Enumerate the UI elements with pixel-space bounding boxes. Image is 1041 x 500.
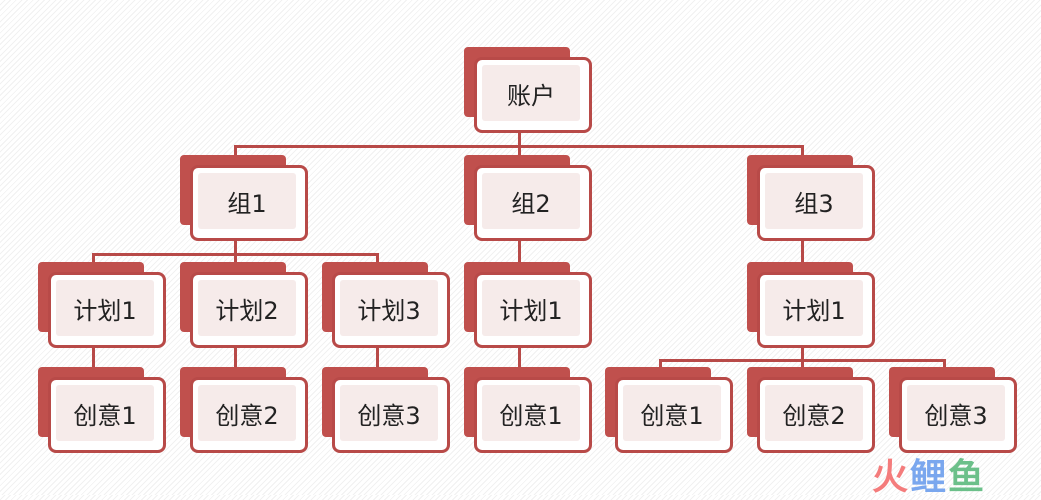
connector-line xyxy=(518,130,521,145)
node-label: 创意2 xyxy=(198,385,296,441)
node-box: 计划1 xyxy=(757,272,875,348)
node-box: 创意1 xyxy=(474,377,592,453)
creative-node[interactable]: 创意2 xyxy=(747,367,875,453)
connector-line xyxy=(234,345,237,359)
creative-node[interactable]: 创意3 xyxy=(889,367,1017,453)
node-label: 计划2 xyxy=(198,280,296,336)
watermark-char: 火 xyxy=(872,457,911,498)
account-node[interactable]: 账户 xyxy=(464,47,592,133)
node-box: 组2 xyxy=(474,165,592,241)
node-label: 创意1 xyxy=(56,385,154,441)
creative-node[interactable]: 创意2 xyxy=(180,367,308,453)
node-label: 创意1 xyxy=(482,385,580,441)
node-label: 账户 xyxy=(482,65,580,121)
node-label: 计划1 xyxy=(56,280,154,336)
node-box: 组1 xyxy=(190,165,308,241)
node-label: 组2 xyxy=(482,173,580,229)
node-label: 计划3 xyxy=(340,280,438,336)
creative-node[interactable]: 创意1 xyxy=(605,367,733,453)
watermark-logo: 火鲤鱼 xyxy=(872,448,986,500)
node-label: 组1 xyxy=(198,173,296,229)
group-node[interactable]: 组2 xyxy=(464,155,592,241)
node-label: 计划1 xyxy=(765,280,863,336)
node-label: 计划1 xyxy=(482,280,580,336)
node-box: 计划3 xyxy=(332,272,450,348)
plan-node[interactable]: 计划1 xyxy=(747,262,875,348)
plan-node[interactable]: 计划2 xyxy=(180,262,308,348)
node-box: 计划1 xyxy=(48,272,166,348)
node-label: 创意3 xyxy=(907,385,1005,441)
node-box: 组3 xyxy=(757,165,875,241)
connector-line xyxy=(518,238,521,253)
creative-node[interactable]: 创意1 xyxy=(464,367,592,453)
connector-line xyxy=(801,345,804,359)
creative-node[interactable]: 创意3 xyxy=(322,367,450,453)
node-box: 创意1 xyxy=(48,377,166,453)
node-box: 创意3 xyxy=(332,377,450,453)
node-box: 账户 xyxy=(474,57,592,133)
node-box: 创意3 xyxy=(899,377,1017,453)
creative-node[interactable]: 创意1 xyxy=(38,367,166,453)
connector-line xyxy=(234,238,237,253)
connector-line xyxy=(92,345,95,359)
node-box: 计划2 xyxy=(190,272,308,348)
group-node[interactable]: 组1 xyxy=(180,155,308,241)
watermark-char: 鱼 xyxy=(948,457,987,498)
connector-line xyxy=(376,345,379,359)
node-label: 创意1 xyxy=(623,385,721,441)
node-box: 创意1 xyxy=(615,377,733,453)
node-box: 创意2 xyxy=(757,377,875,453)
plan-node[interactable]: 计划3 xyxy=(322,262,450,348)
node-label: 创意2 xyxy=(765,385,863,441)
connector-line xyxy=(801,238,804,253)
node-label: 组3 xyxy=(765,173,863,229)
node-box: 计划1 xyxy=(474,272,592,348)
plan-node[interactable]: 计划1 xyxy=(464,262,592,348)
connector-line xyxy=(518,345,521,359)
node-box: 创意2 xyxy=(190,377,308,453)
node-label: 创意3 xyxy=(340,385,438,441)
group-node[interactable]: 组3 xyxy=(747,155,875,241)
watermark-char: 鲤 xyxy=(910,457,949,498)
plan-node[interactable]: 计划1 xyxy=(38,262,166,348)
